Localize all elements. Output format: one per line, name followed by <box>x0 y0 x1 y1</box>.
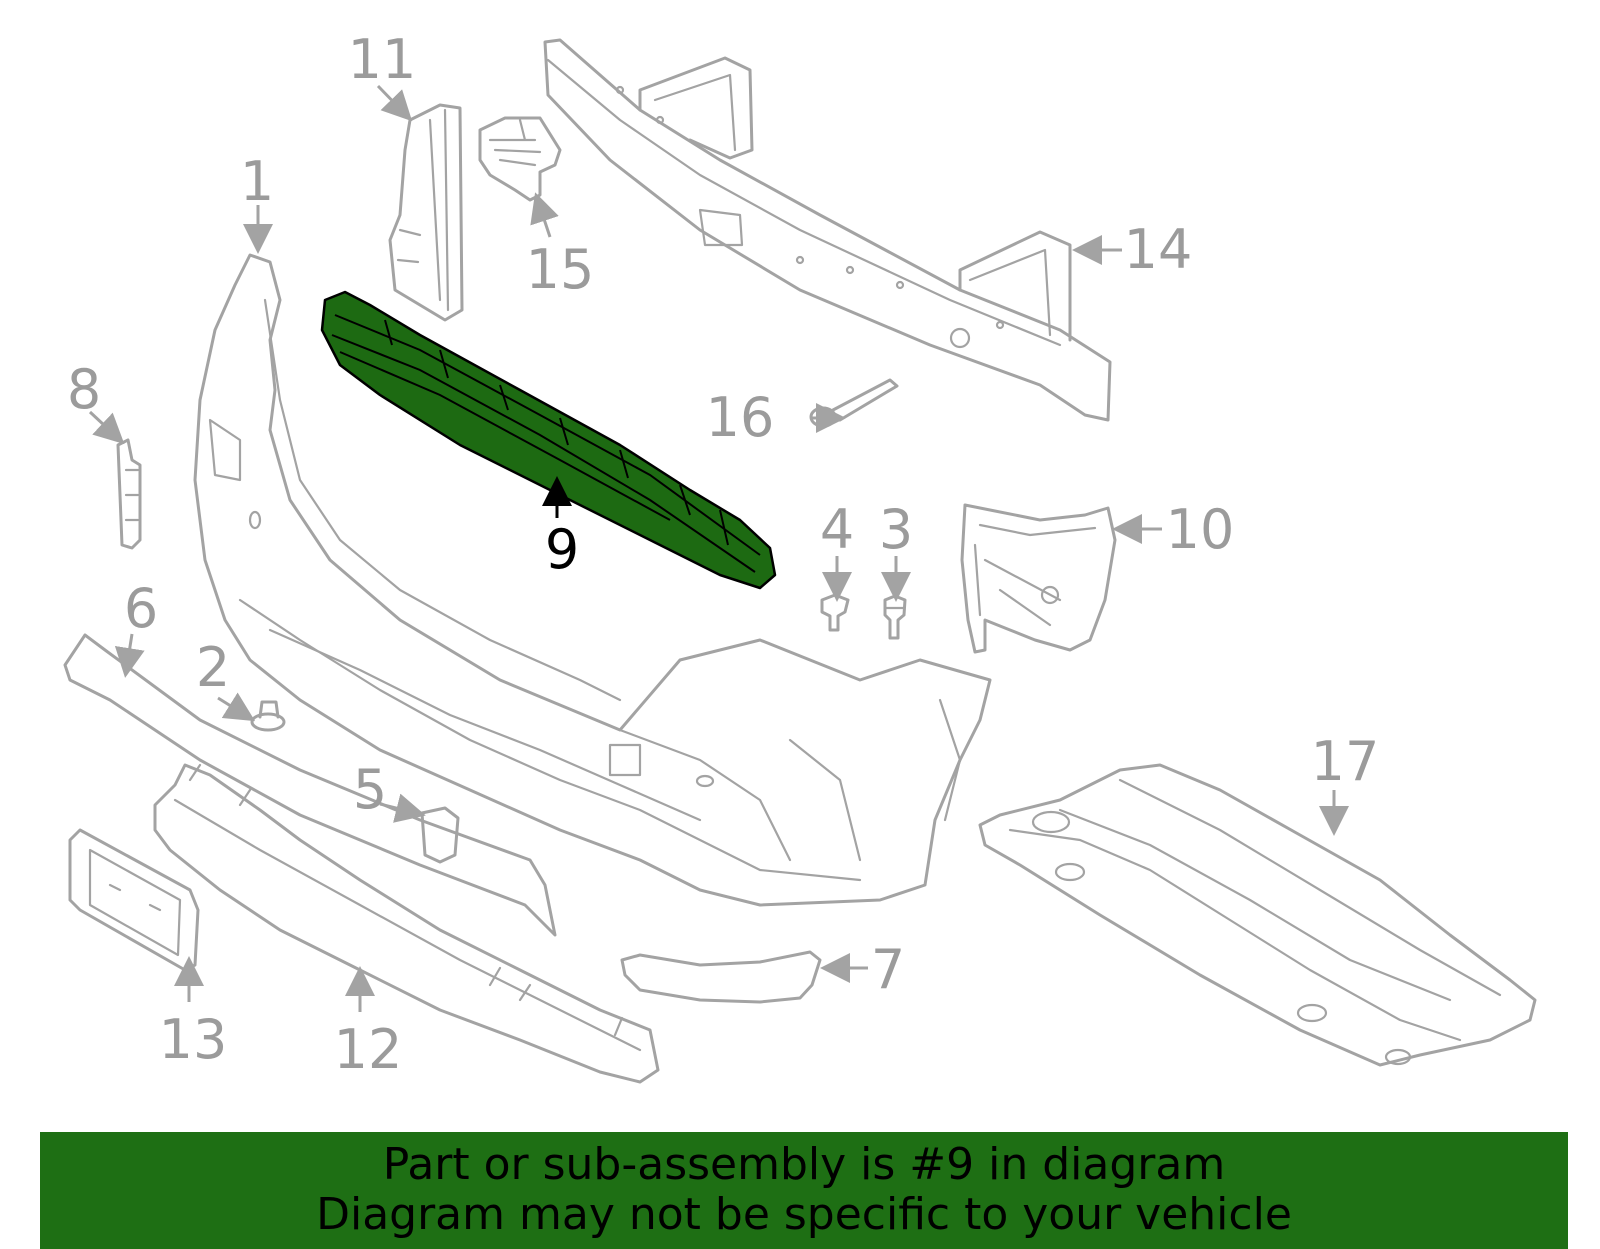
callout-16: 16 <box>706 386 775 449</box>
callout-13: 13 <box>159 1008 228 1071</box>
callout-5: 5 <box>353 758 387 821</box>
callout-14: 14 <box>1124 218 1193 281</box>
part-1-bumper-cover[interactable] <box>193 253 992 907</box>
part-11-side-bracket[interactable] <box>388 103 464 322</box>
part-5-cap[interactable] <box>420 806 460 864</box>
callout-8: 8 <box>67 358 101 421</box>
callout-4: 4 <box>820 498 854 561</box>
part-10-side-bracket[interactable] <box>960 503 1117 654</box>
part-17-underbody-shield[interactable] <box>978 763 1537 1067</box>
part-4-clip[interactable] <box>820 593 850 632</box>
part-12-absorber[interactable] <box>153 763 660 1084</box>
part-14-reinforcement-beam[interactable] <box>543 38 1112 422</box>
part-3-clip[interactable] <box>883 594 907 640</box>
part-13-license-bracket[interactable] <box>68 828 200 972</box>
part-8-bracket[interactable] <box>116 438 142 550</box>
callout-17: 17 <box>1311 730 1380 793</box>
callout-9: 9 <box>545 518 579 581</box>
callout-11: 11 <box>348 28 417 91</box>
banner-line-2: Diagram may not be specific to your vehi… <box>316 1189 1292 1240</box>
callout-3: 3 <box>879 498 913 561</box>
callout-15: 15 <box>526 238 595 301</box>
part-15-bracket[interactable] <box>478 116 562 202</box>
part-7-trim[interactable] <box>620 950 822 1004</box>
callout-1: 1 <box>240 150 274 213</box>
callout-7: 7 <box>871 938 905 1001</box>
part-9-highlighted[interactable] <box>320 290 777 590</box>
leader-arrows <box>88 84 1349 1012</box>
banner-line-1: Part or sub-assembly is #9 in diagram <box>382 1139 1226 1190</box>
callout-2: 2 <box>196 636 230 699</box>
callout-labels: 1 11 15 14 8 16 9 4 3 10 6 2 5 7 13 12 1… <box>67 28 1380 1081</box>
callout-12: 12 <box>334 1018 403 1081</box>
part-2-clip[interactable] <box>250 700 286 732</box>
part-6-strip[interactable] <box>63 633 557 937</box>
callout-10: 10 <box>1166 498 1235 561</box>
callout-6: 6 <box>124 577 158 640</box>
info-banner: Part or sub-assembly is #9 in diagram Di… <box>40 1132 1568 1249</box>
